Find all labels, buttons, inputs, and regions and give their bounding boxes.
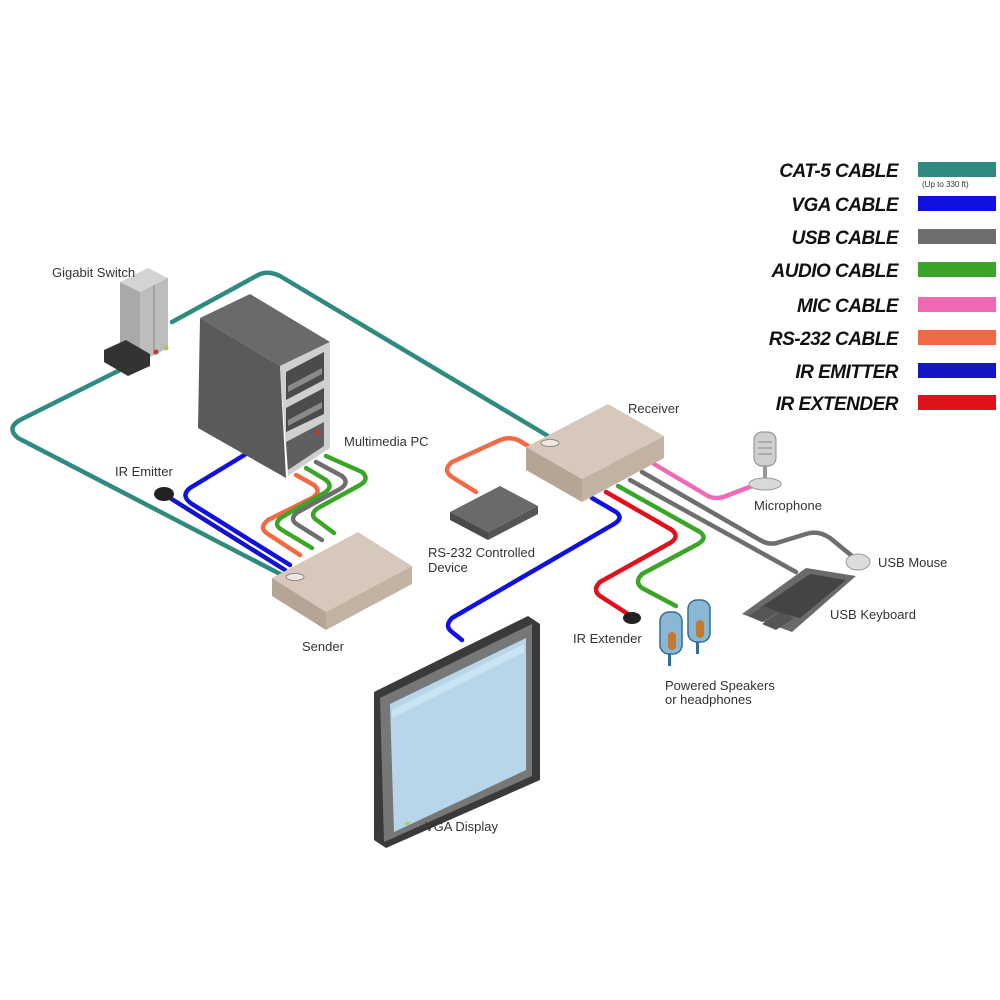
cable-legend: CAT-5 CABLE (Up to 330 ft) VGA CABLE USB CA… — [769, 161, 996, 415]
legend-swatch — [918, 262, 996, 277]
legend-label: VGA CABLE — [791, 195, 900, 216]
usb-mouse-icon — [845, 553, 871, 571]
receiver-label: Receiver — [628, 401, 680, 416]
legend-swatch — [918, 330, 996, 345]
vga-display-label: VGA Display — [425, 819, 498, 834]
pc-power-led-icon — [315, 429, 321, 435]
ir-emitter-cable — [167, 495, 288, 573]
multimedia-pc — [198, 294, 330, 478]
cat5-cable-switch-to-receiver — [169, 270, 551, 439]
cat5-cable-switch-to-sender — [10, 357, 285, 578]
legend-swatch — [918, 297, 996, 312]
mic-cable — [651, 461, 755, 501]
audio-cable-pc-to-sender-2 — [310, 453, 368, 536]
legend-item: USB CABLE — [792, 228, 996, 249]
usb-cable-pc-to-sender — [290, 459, 348, 543]
legend-item: RS-232 CABLE — [769, 329, 996, 350]
receiver-logo-icon — [540, 439, 560, 447]
vga-cable-receiver-to-display — [445, 495, 622, 643]
usb-cable-receiver-to-mouse — [639, 469, 855, 559]
sender-logo-icon — [285, 573, 305, 581]
legend-label: RS-232 CABLE — [769, 329, 900, 350]
legend-item: IR EMITTER — [795, 362, 996, 383]
display-power-led-icon — [405, 822, 410, 825]
ir-extender-label: IR Extender — [573, 631, 642, 646]
legend-label: IR EXTENDER — [776, 394, 899, 415]
microphone-icon — [748, 431, 782, 491]
speakers-label-line2: or headphones — [665, 692, 752, 707]
rs232-cable-pc-to-sender — [260, 472, 320, 558]
rs232-device-label-line2: Device — [428, 560, 468, 575]
legend-label: MIC CABLE — [797, 296, 900, 317]
legend-swatch — [918, 363, 996, 378]
legend-label: CAT-5 CABLE — [779, 161, 900, 182]
legend-note: (Up to 330 ft) — [922, 180, 969, 189]
legend-label: AUDIO CABLE — [771, 261, 900, 282]
audio-cable-pc-to-sender-1 — [274, 465, 332, 551]
usb-keyboard-icon — [742, 568, 856, 632]
gigabit-switch-label: Gigabit Switch — [52, 265, 135, 280]
ir-emitter-icon — [154, 487, 174, 501]
usb-keyboard-label: USB Keyboard — [830, 607, 916, 622]
gigabit-switch — [104, 268, 169, 376]
legend-item: IR EXTENDER — [776, 394, 996, 415]
switch-led-red-icon — [153, 349, 159, 355]
switch-led-green-icon — [163, 345, 169, 351]
multimedia-pc-label: Multimedia PC — [344, 434, 429, 449]
ir-emitter-label: IR Emitter — [115, 464, 173, 479]
sender-box — [272, 532, 412, 630]
ir-extender-icon — [623, 612, 641, 624]
powered-speakers-icon — [659, 599, 711, 666]
legend-swatch — [918, 395, 996, 410]
audio-cable-receiver-to-speakers — [615, 483, 706, 609]
legend-label: USB CABLE — [792, 228, 900, 249]
legend-swatch — [918, 229, 996, 244]
legend-item: VGA CABLE — [791, 195, 996, 216]
vga-cable-pc-to-sender — [183, 451, 293, 568]
rs232-device — [450, 486, 538, 540]
legend-item: AUDIO CABLE — [771, 261, 996, 282]
cables — [10, 270, 855, 643]
receiver-box — [526, 404, 664, 502]
vga-display — [374, 616, 540, 848]
usb-cable-receiver-to-keyboard — [627, 477, 799, 575]
speakers-label-line1: Powered Speakers — [665, 678, 775, 693]
rs232-cable-receiver-to-device — [444, 436, 533, 495]
rs232-device-label-line1: RS-232 Controlled — [428, 545, 535, 560]
ir-extender-cable — [593, 489, 678, 617]
microphone-label: Microphone — [754, 498, 822, 513]
legend-item: MIC CABLE — [797, 296, 996, 317]
legend-label: IR EMITTER — [795, 362, 898, 383]
legend-swatch — [918, 162, 996, 177]
sender-label: Sender — [302, 639, 345, 654]
legend-swatch — [918, 196, 996, 211]
usb-mouse-label: USB Mouse — [878, 555, 947, 570]
legend-item: CAT-5 CABLE (Up to 330 ft) — [779, 161, 996, 189]
